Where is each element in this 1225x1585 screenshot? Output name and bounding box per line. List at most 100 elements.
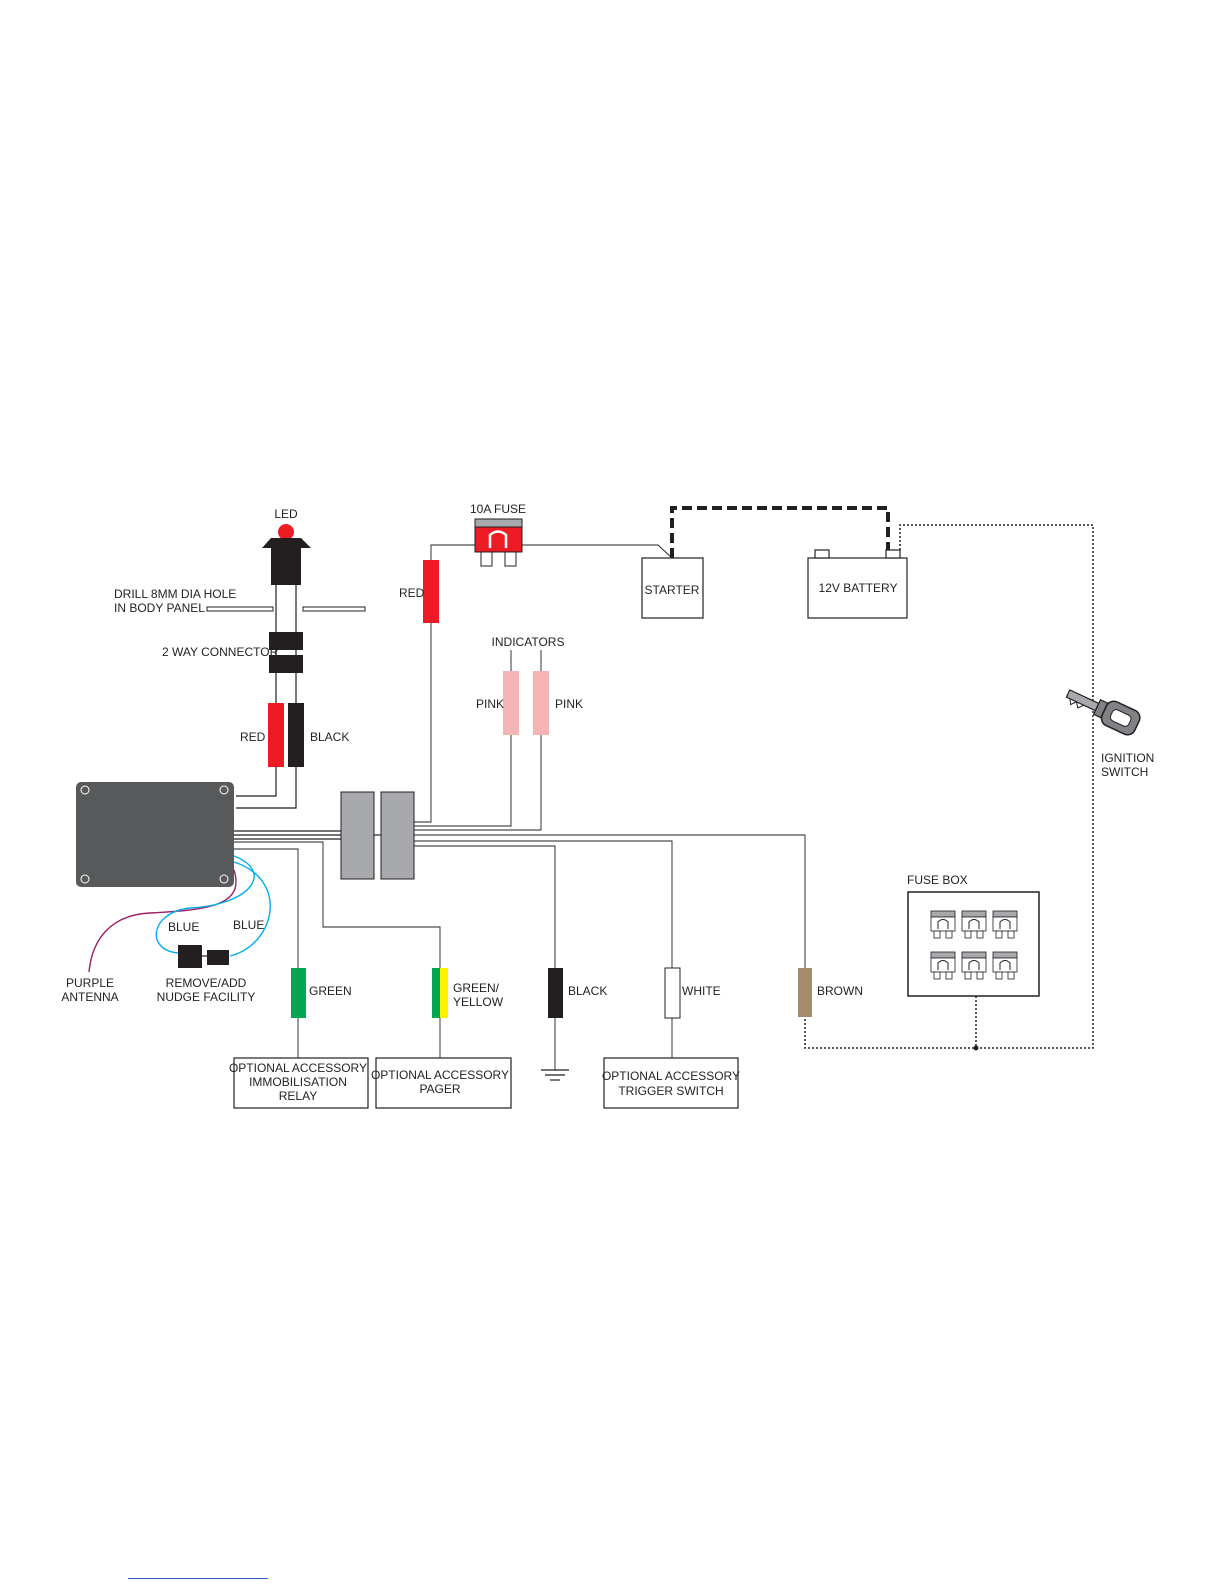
pink-left-label: PINK (476, 697, 504, 711)
nudge-socket (207, 950, 229, 965)
white-label: WHITE (682, 984, 721, 998)
green-yellow-label-line1: GREEN/ (453, 981, 500, 995)
opt-relay-line1: OPTIONAL ACCESSORY (229, 1061, 367, 1075)
black-ground-sleeve (548, 968, 563, 1018)
led-lens (278, 524, 294, 540)
ignition-switch: IGNITION SWITCH (1065, 689, 1154, 779)
opt-relay-line2: IMMOBILISATION (249, 1075, 347, 1089)
mini-fuse-icon (930, 910, 956, 939)
black-ground-label: BLACK (568, 984, 607, 998)
connector-half-left (340, 791, 375, 880)
body-panel-left (206, 606, 274, 612)
purple-label-line1: PURPLE (66, 976, 114, 990)
pink-sleeve-right (533, 671, 549, 735)
remove-label-line1: REMOVE/ADD (166, 976, 247, 990)
mount-hole (219, 785, 229, 795)
mount-hole (219, 874, 229, 884)
red-sleeve-fuse (423, 560, 439, 623)
fuse-cap (474, 518, 523, 528)
starter-box (641, 557, 704, 619)
fuse-blade (504, 551, 517, 567)
control-module (76, 782, 234, 887)
blue-right-label: BLUE (233, 918, 264, 932)
pink-sleeve-left (503, 671, 519, 735)
control-unit (76, 782, 234, 887)
brown-label: BROWN (817, 984, 863, 998)
trigger-switch-box (603, 1057, 739, 1109)
red-sleeve-led (268, 703, 284, 767)
fuse-box-outline (907, 891, 1040, 997)
opt-pager-line2: PAGER (419, 1082, 460, 1096)
fuse-element (488, 530, 508, 548)
remove-label-line2: NUDGE FACILITY (157, 990, 256, 1004)
starter-label: STARTER (645, 583, 700, 597)
purple-antenna-wire (88, 869, 237, 973)
indicators-label: INDICATORS (492, 635, 565, 649)
purple-label-line2: ANTENNA (61, 990, 118, 1004)
green-yellow-sleeve-yellow (440, 968, 448, 1018)
output-wires: GREEN GREEN/ YELLOW BLACK WHITE BROWN (291, 967, 863, 1081)
battery-box (807, 557, 908, 619)
mini-fuse-icon (961, 910, 987, 939)
fuse-label: 10A FUSE (470, 502, 526, 516)
immobilisation-relay-box (233, 1057, 369, 1109)
black-sleeve-led (288, 703, 304, 767)
green-yellow-label-line2: YELLOW (453, 995, 504, 1009)
fuse-blade (480, 551, 493, 567)
opt-pager-line1: OPTIONAL ACCESSORY (371, 1068, 509, 1082)
mount-hole (80, 874, 90, 884)
battery-terminal-positive (885, 549, 901, 559)
pager-box (375, 1057, 512, 1109)
brown-sleeve (798, 968, 812, 1017)
fuse-box: FUSE BOX (907, 873, 1040, 1051)
two-way-connector-label: 2 WAY CONNECTOR (162, 645, 279, 659)
pink-right-label: PINK (555, 697, 583, 711)
main-harness (234, 830, 441, 968)
opt-trigger-line1: OPTIONAL ACCESSORY (602, 1069, 740, 1083)
opt-relay-line3: RELAY (279, 1089, 317, 1103)
connector-lower (269, 655, 303, 673)
mini-fuse-icon (930, 951, 956, 980)
green-yellow-sleeve-green (432, 968, 440, 1018)
key-icon (1065, 689, 1141, 736)
power-supply: RED 10A FUSE STARTER 12V BATTERY (399, 502, 1094, 1049)
mini-fuse-icon (992, 910, 1018, 939)
antenna-and-nudge: BLUE BLUE PURPLE ANTENNA REMOVE/ADD NUDG… (61, 855, 271, 1004)
footer-link-underline (128, 1578, 268, 1579)
ground-icon (541, 1069, 569, 1081)
white-sleeve (664, 967, 681, 1019)
connector-half-right (380, 791, 415, 880)
green-sleeve (291, 968, 306, 1018)
connector-outputs (414, 544, 806, 968)
ignition-label-line2: SWITCH (1101, 765, 1148, 779)
green-label: GREEN (309, 984, 352, 998)
red-led-label: RED (240, 730, 266, 744)
mini-fuse-icon (961, 951, 987, 980)
ignition-label-line1: IGNITION (1101, 751, 1154, 765)
fuse-body (474, 526, 523, 553)
led-assembly: LED DRILL 8MM DIA HOLE IN BODY PANEL 2 W… (114, 507, 366, 809)
led-label: LED (274, 507, 298, 521)
fuse-grid (930, 910, 1018, 980)
mount-hole (80, 785, 90, 795)
battery-terminal-negative (814, 549, 830, 559)
black-led-label: BLACK (310, 730, 349, 744)
battery-label: 12V BATTERY (819, 581, 898, 595)
drill-label-line2: IN BODY PANEL (114, 601, 205, 615)
fuse-box-label: FUSE BOX (907, 873, 968, 887)
junction-dot (973, 1045, 979, 1051)
mini-fuse-icon (992, 951, 1018, 980)
nudge-plug (178, 945, 202, 968)
connector-upper (269, 632, 303, 650)
optional-accessories: OPTIONAL ACCESSORY IMMOBILISATION RELAY … (229, 1057, 740, 1109)
opt-trigger-line2: TRIGGER SWITCH (618, 1084, 723, 1098)
led-holder (262, 538, 311, 585)
red-fuse-label: RED (399, 586, 425, 600)
blue-left-label: BLUE (168, 920, 199, 934)
blue-wire-right (229, 861, 271, 957)
indicators: INDICATORS PINK PINK (476, 635, 583, 735)
connector-block (340, 791, 415, 880)
body-panel-right (302, 606, 366, 612)
drill-label-line1: DRILL 8MM DIA HOLE (114, 587, 236, 601)
